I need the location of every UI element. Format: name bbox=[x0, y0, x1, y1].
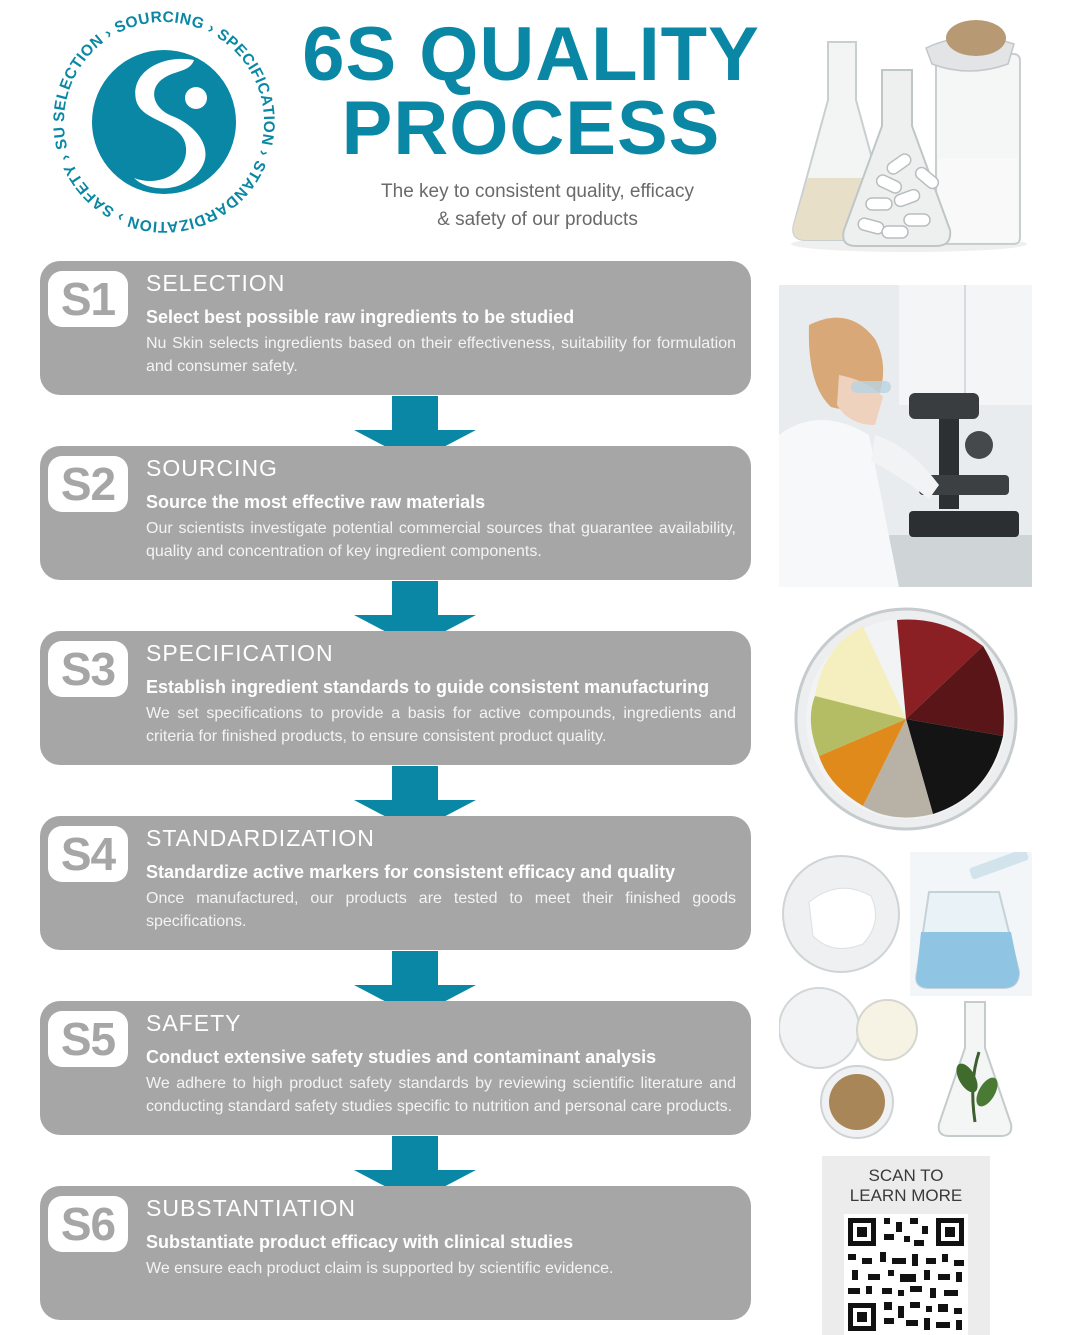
down-arrow-icon bbox=[354, 951, 476, 1017]
step-heading: Conduct extensive safety studies and con… bbox=[146, 1047, 657, 1067]
step-badge: S6 bbox=[48, 1196, 128, 1252]
step-badge: S4 bbox=[48, 826, 128, 882]
qr-caption-line-1: SCAN TO bbox=[868, 1166, 944, 1185]
qr-code-panel: SCAN TO LEARN MORE bbox=[822, 1156, 990, 1335]
step-name: SPECIFICATION bbox=[146, 640, 334, 666]
step-name: SAFETY bbox=[146, 1010, 242, 1036]
logo-dot bbox=[185, 87, 207, 109]
step-s1: S1 SELECTION Select best possible raw in… bbox=[40, 261, 751, 395]
qr-code-icon[interactable] bbox=[844, 1214, 968, 1335]
step-name: SELECTION bbox=[146, 270, 286, 296]
scientist-microscope-photo bbox=[779, 285, 1032, 587]
lab-flasks-photo bbox=[786, 8, 1032, 254]
step-heading: Select best possible raw ingredients to … bbox=[146, 307, 575, 327]
subtitle-line-2: & safety of our products bbox=[437, 209, 638, 230]
down-arrow-icon bbox=[354, 1136, 476, 1202]
page-title: 6S QUALITY PROCESS bbox=[296, 12, 766, 171]
step-description: Our scientists investigate potential com… bbox=[146, 520, 736, 560]
down-arrow-icon bbox=[354, 766, 476, 832]
powder-petri-dish-photo bbox=[793, 606, 1019, 832]
step-description: We adhere to high product safety standar… bbox=[146, 1075, 736, 1115]
logo-s-shape bbox=[134, 58, 206, 189]
step-heading: Source the most effective raw materials bbox=[146, 492, 486, 512]
page-subtitle: The key to consistent quality, efficacy … bbox=[330, 178, 745, 234]
step-name: STANDARDIZATION bbox=[146, 825, 375, 851]
step-badge: S2 bbox=[48, 456, 128, 512]
step-name: SUBSTANTIATION bbox=[146, 1195, 356, 1221]
step-heading: Substantiate product efficacy with clini… bbox=[146, 1232, 574, 1252]
step-description: We set specifications to provide a basis… bbox=[146, 705, 736, 745]
step-s4: S4 STANDARDIZATION Standardize active ma… bbox=[40, 816, 751, 950]
step-s6: S6 SUBSTANTIATION Substantiate product e… bbox=[40, 1186, 751, 1320]
subtitle-line-1: The key to consistent quality, efficacy bbox=[381, 181, 694, 202]
step-heading: Establish ingredient standards to guide … bbox=[146, 677, 710, 697]
title-line-2: PROCESS bbox=[341, 86, 721, 171]
step-description: Nu Skin selects ingredients based on the… bbox=[146, 335, 736, 375]
6s-logo: SELECTION › SOURCING › SPECIFICATION › S… bbox=[44, 2, 277, 235]
title-line-1: 6S QUALITY bbox=[302, 12, 760, 97]
step-badge: S1 bbox=[48, 271, 128, 327]
step-badge: S3 bbox=[48, 641, 128, 697]
qr-caption-line-2: LEARN MORE bbox=[849, 1186, 963, 1205]
step-heading: Standardize active markers for consisten… bbox=[146, 862, 676, 882]
down-arrow-icon bbox=[354, 581, 476, 647]
down-arrow-icon bbox=[354, 396, 476, 462]
step-name: SOURCING bbox=[146, 455, 278, 481]
step-description: We ensure each product claim is supporte… bbox=[146, 1260, 614, 1277]
step-s3: S3 SPECIFICATION Establish ingredient st… bbox=[40, 631, 751, 765]
samples-collage-photo bbox=[779, 852, 1032, 1142]
step-description: Once manufactured, our products are test… bbox=[146, 890, 736, 930]
step-s2: S2 SOURCING Source the most effective ra… bbox=[40, 446, 751, 580]
step-badge: S5 bbox=[48, 1011, 128, 1067]
qr-caption: SCAN TO LEARN MORE bbox=[822, 1166, 990, 1206]
step-s5: S5 SAFETY Conduct extensive safety studi… bbox=[40, 1001, 751, 1135]
